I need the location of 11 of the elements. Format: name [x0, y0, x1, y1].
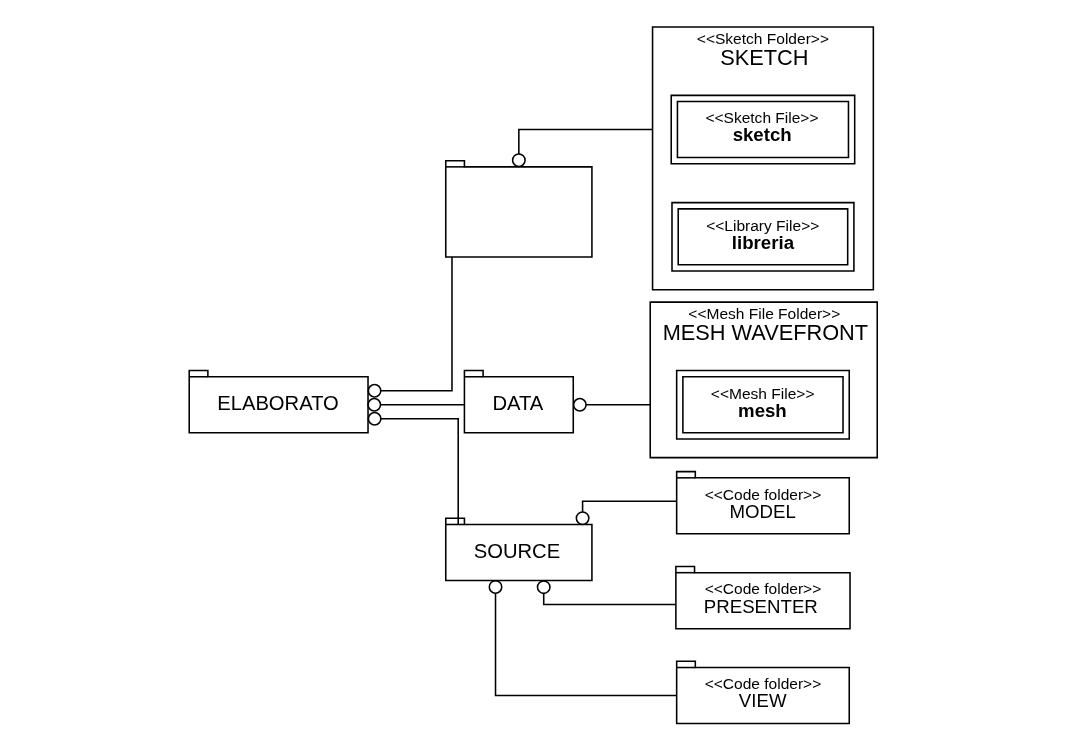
- node-box: <<Sketch File>> sketch: [670, 94, 856, 165]
- connector: [367, 256, 453, 398]
- connector: [367, 397, 465, 412]
- connector: [572, 397, 651, 412]
- connector: [488, 579, 677, 697]
- node-box: <<Mesh File>> mesh: [675, 369, 850, 440]
- connector: [511, 128, 654, 168]
- node-box: <<Library File>> libreria: [671, 201, 855, 272]
- connector: [367, 411, 459, 525]
- connector: [575, 500, 678, 526]
- connector: [536, 580, 677, 606]
